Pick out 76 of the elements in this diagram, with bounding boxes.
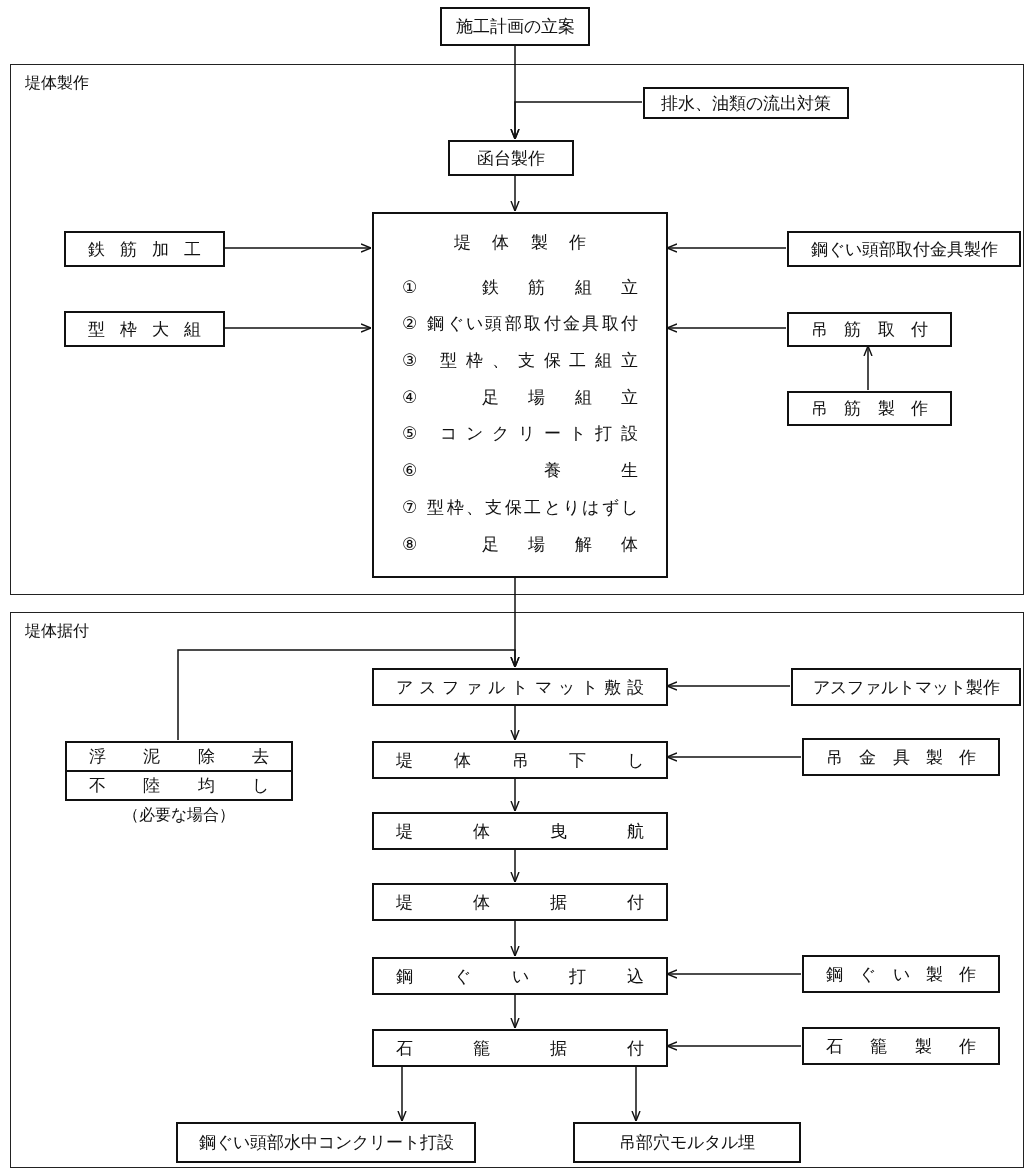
step-text: ③ 型枠、支保工組立 [402,350,638,371]
step-text: 排水、油類の流出対策 [660,92,832,114]
step-text: 鋼ぐい頭部水中コンクリート打設 [197,1132,455,1153]
process-box [802,955,1000,993]
step-text: ④ 足場組立 [402,386,638,408]
process-box [802,1027,1000,1065]
step-text: ① 鉄筋組立 [402,276,638,298]
step-text: 函台製作 [476,147,546,169]
step-text: ⑤ コンクリート打設 [402,423,638,444]
arrow [223,243,372,253]
step-text: 吊金具製作 [825,746,977,768]
arrow [666,681,791,691]
process-box [787,231,1021,267]
step-text: 堤体吊下し [395,749,645,771]
step-text: 堤体曳航 [395,820,645,842]
process-box [372,812,668,850]
step-text: 不陸均し [89,775,269,796]
process-box [372,212,668,578]
step-text: 鋼ぐい頭部取付金具製作 [809,238,999,260]
note-text: （必要な場合） [122,805,236,826]
box-heading: 堤体製作 [454,232,586,253]
step-text: ⑦ 型枠、支保工とりはずし [402,496,638,518]
process-box [802,738,1000,776]
process-box [787,391,952,426]
step-text: アスファルトマット敷設 [395,676,645,698]
arrow [666,969,802,979]
arrow [666,1041,802,1051]
step-text: 石籠製作 [825,1035,977,1057]
step-text: 施工計画の立案 [454,16,576,37]
step-text: 吊筋製作 [810,398,929,419]
arrow [510,174,520,212]
arrow [177,649,520,741]
step-text: アスファルトマット製作 [811,676,1001,698]
process-box [448,140,574,176]
step-text: 石籠据付 [395,1037,645,1059]
process-box [440,7,590,46]
section-title: 堤体製作 [25,73,89,94]
step-text: 吊部穴モルタル埋 [618,1132,756,1153]
step-text: 浮泥除去 [89,746,269,767]
section-frame [10,612,1024,1168]
arrow [510,777,520,812]
arrow [397,1065,407,1122]
arrow [666,752,802,762]
process-box [64,311,225,347]
arrow [631,1065,641,1122]
process-box [787,312,952,347]
section-frame [10,64,1024,595]
step-text: 吊筋取付 [810,319,929,340]
step-text: 鋼ぐい打込 [395,965,645,987]
step-text: ⑥ 養生 [402,460,638,481]
arrow [510,101,643,140]
arrow [223,323,372,333]
step-text: 堤体据付 [395,891,645,913]
process-box [372,957,668,995]
process-box [791,668,1021,706]
process-box [573,1122,801,1163]
arrow [510,919,520,957]
process-box [643,87,849,119]
process-box [372,668,668,706]
arrow [510,993,520,1029]
step-text: ② 鋼ぐい頭部取付金具取付 [402,313,638,334]
step-text: 鉄筋加工 [87,238,202,260]
arrow [510,848,520,883]
arrow [863,345,873,391]
process-box [176,1122,476,1163]
arrow [666,243,787,253]
process-box [64,231,225,267]
process-box [372,883,668,921]
process-box [372,1029,668,1067]
step-text: 鋼ぐい製作 [825,963,977,985]
step-text: 型枠大組 [87,318,202,340]
arrow [510,704,520,741]
arrow [666,323,787,333]
process-box [372,741,668,779]
section-title: 堤体据付 [25,621,89,642]
step-text: ⑧ 足場解体 [402,533,638,554]
